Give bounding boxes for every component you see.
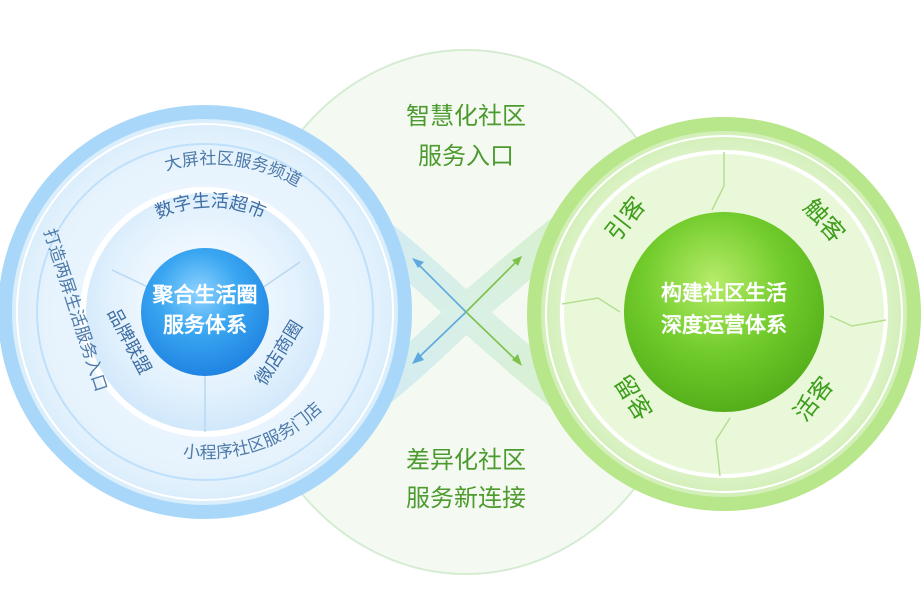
right-segment-divider — [561, 297, 621, 313]
right-core-line1: 构建社区生活 — [661, 281, 787, 305]
left-core-line1: 聚合生活圈 — [152, 283, 258, 307]
left-core-line2: 服务体系 — [163, 313, 247, 337]
arrow-icon — [412, 258, 467, 364]
center-top-line2: 服务入口 — [418, 142, 514, 170]
left-text-ring — [36, 143, 374, 481]
right-segment-divider — [715, 417, 731, 477]
center-bottom-line2: 服务新连接 — [406, 484, 526, 512]
right-outer-ring-line — [545, 135, 903, 493]
arrow-icon — [465, 256, 522, 366]
right-segment-divider — [711, 152, 725, 211]
center-bottom-line1: 差异化社区 — [406, 446, 526, 474]
left-core — [141, 248, 269, 376]
right-core-line2: 深度运营体系 — [661, 313, 787, 337]
right-segment-divider — [829, 315, 887, 327]
left-divider — [261, 261, 301, 289]
center-top-line1: 智慧化社区 — [406, 102, 526, 130]
left-divider — [111, 269, 151, 289]
right-core — [624, 212, 824, 412]
left-outer-ring-line — [16, 123, 394, 501]
